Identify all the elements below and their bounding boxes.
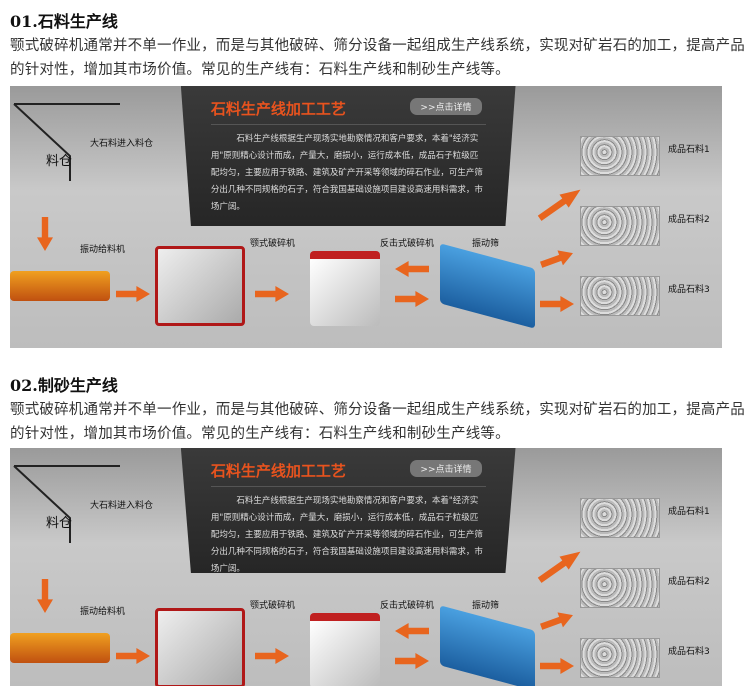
arrow-icon [538, 608, 575, 635]
screen-label: 振动筛 [472, 239, 500, 249]
jaw-crusher-label: 颚式破碎机 [250, 239, 296, 249]
vibrating-screen-icon [440, 243, 535, 329]
product-stone-image [580, 276, 660, 316]
details-button[interactable]: >>点击详情 [410, 98, 482, 115]
impact-crusher-label: 反击式破碎机 [380, 601, 435, 611]
details-button[interactable]: >>点击详情 [410, 460, 482, 477]
section-heading: 02.制砂生产线 [10, 376, 118, 395]
arrow-icon [395, 623, 429, 639]
feed-in-label: 大石料进入料仓 [90, 139, 154, 149]
product-stone-image [580, 568, 660, 608]
product-label: 成品石料1 [668, 145, 710, 155]
product-label: 成品石料2 [668, 215, 710, 225]
bin-label: 料仓 [46, 154, 73, 169]
screen-label: 振动筛 [472, 601, 500, 611]
bin-label: 料仓 [46, 516, 73, 531]
impact-crusher-icon [310, 613, 380, 686]
arrow-icon [540, 296, 574, 312]
arrow-icon [37, 217, 53, 251]
info-panel: 石料生产线加工工艺 >>点击详情 石料生产线根据生产现场实地勘察情况和客户要求，… [180, 86, 516, 226]
arrow-icon [395, 261, 429, 277]
section-heading: 01.石料生产线 [10, 12, 118, 31]
panel-description: 石料生产线根据生产现场实地勘察情况和客户要求，本着"经济实用"原则精心设计而成，… [210, 496, 483, 574]
jaw-crusher-icon [155, 246, 245, 326]
jaw-crusher-label: 颚式破碎机 [250, 601, 296, 611]
arrow-icon [116, 286, 150, 302]
section-paragraph: 颚式破碎机通常并不单一作业，而是与其他破碎、筛分设备一起组成生产线系统，实现对矿… [10, 402, 745, 442]
process-diagram: 料仓 大石料进入料仓 石料生产线加工工艺 >>点击详情 石料生产线根据生产现场实… [10, 448, 722, 686]
feed-in-label: 大石料进入料仓 [90, 501, 154, 511]
section-paragraph: 颚式破碎机通常并不单一作业，而是与其他破碎、筛分设备一起组成生产线系统，实现对矿… [10, 38, 745, 78]
jaw-crusher-icon [155, 608, 245, 686]
process-diagram: 料仓 大石料进入料仓 石料生产线加工工艺 >>点击详情 石料生产线根据生产现场实… [10, 86, 722, 348]
arrow-icon [116, 648, 150, 664]
hopper-icon [13, 465, 120, 543]
hopper-icon [13, 103, 120, 181]
product-stone-image [580, 638, 660, 678]
product-label: 成品石料3 [668, 285, 710, 295]
arrow-icon [395, 291, 429, 307]
feeder-label: 振动给料机 [80, 607, 126, 617]
arrow-icon [535, 545, 585, 587]
impact-crusher-icon [310, 251, 380, 326]
product-label: 成品石料3 [668, 647, 710, 657]
product-stone-image [580, 498, 660, 538]
panel-title: 石料生产线加工工艺 [210, 460, 486, 487]
product-stone-image [580, 136, 660, 176]
arrow-icon [535, 183, 585, 225]
arrow-icon [37, 579, 53, 613]
product-stone-image [580, 206, 660, 246]
arrow-icon [395, 653, 429, 669]
vibrating-screen-icon [440, 605, 535, 686]
feeder-label: 振动给料机 [80, 245, 126, 255]
panel-title: 石料生产线加工工艺 [210, 98, 486, 125]
panel-description: 石料生产线根据生产现场实地勘察情况和客户要求，本着"经济实用"原则精心设计而成，… [210, 134, 483, 212]
arrow-icon [538, 246, 575, 273]
product-label: 成品石料2 [668, 577, 710, 587]
arrow-icon [540, 658, 574, 674]
product-label: 成品石料1 [668, 507, 710, 517]
feeder-machine-icon [10, 271, 110, 301]
arrow-icon [255, 286, 289, 302]
arrow-icon [255, 648, 289, 664]
impact-crusher-label: 反击式破碎机 [380, 239, 435, 249]
feeder-machine-icon [10, 633, 110, 663]
info-panel: 石料生产线加工工艺 >>点击详情 石料生产线根据生产现场实地勘察情况和客户要求，… [180, 448, 516, 573]
